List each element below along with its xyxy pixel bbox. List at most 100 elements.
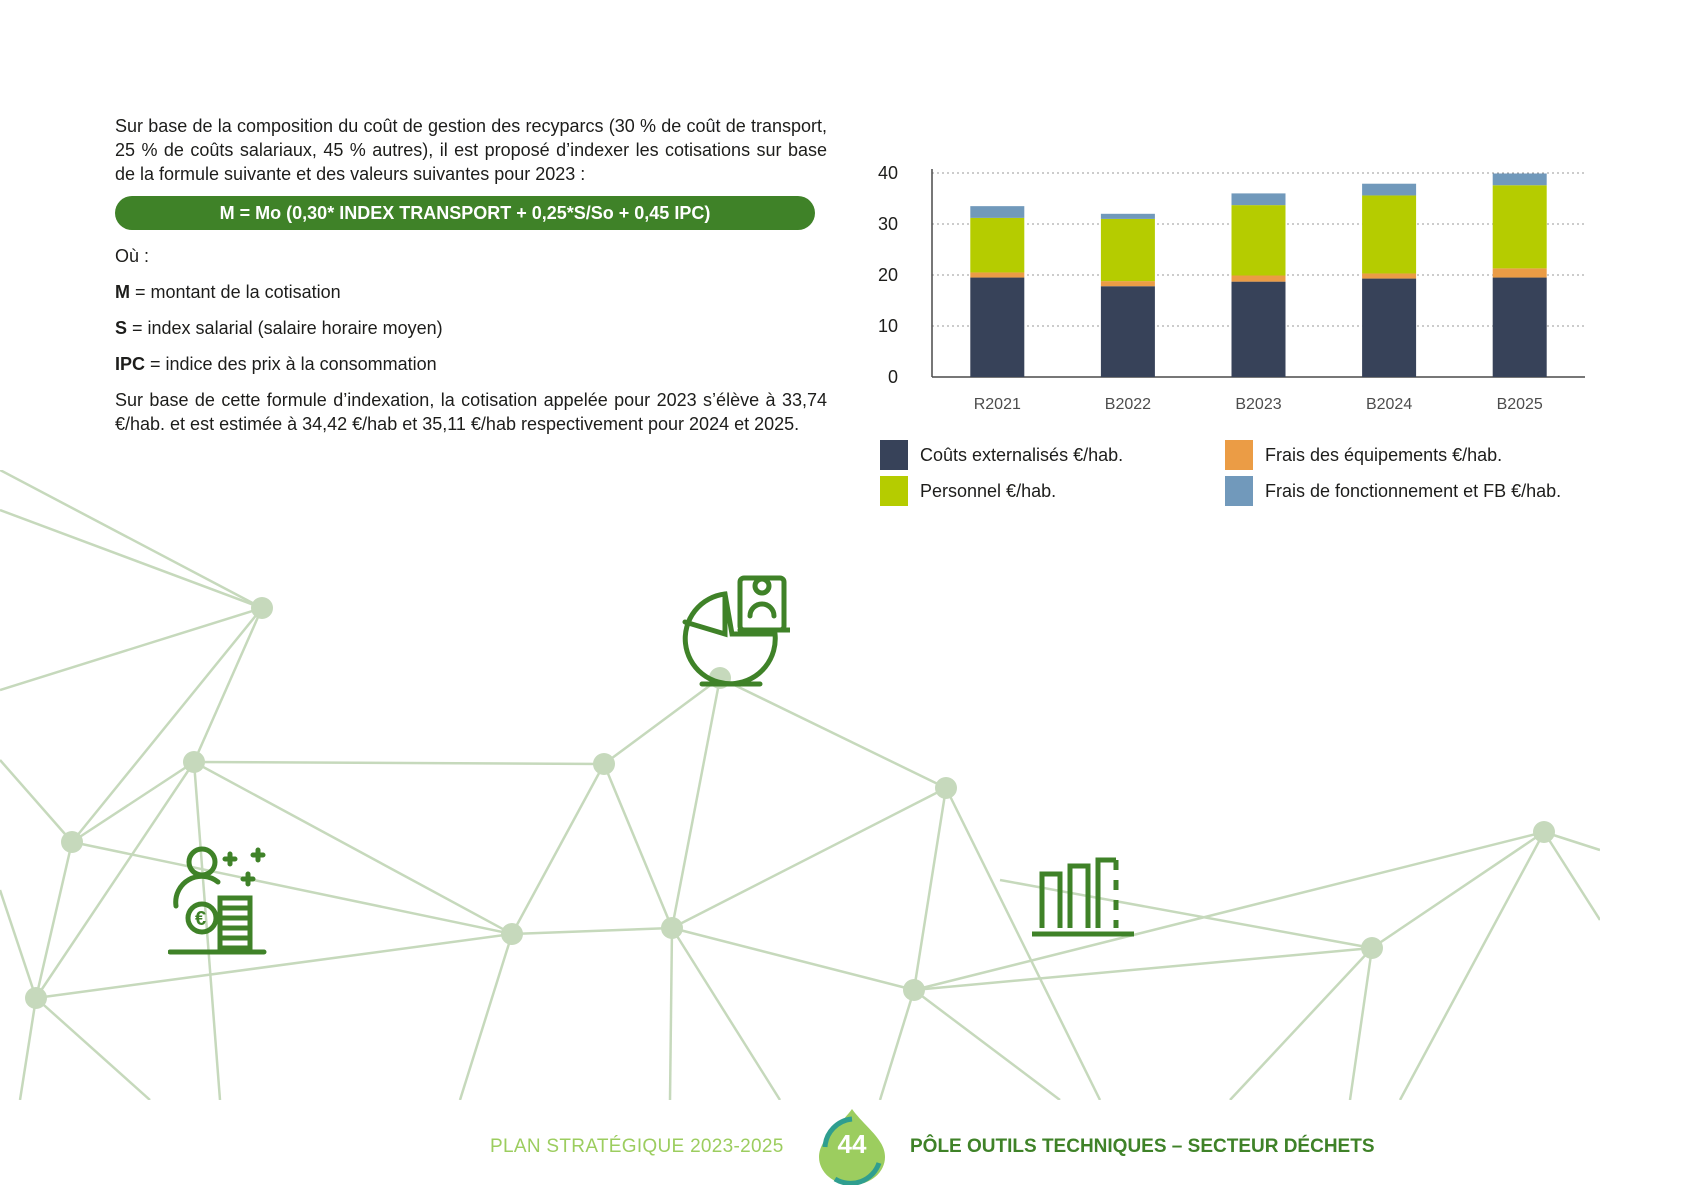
bar-segment	[1492, 173, 1547, 186]
bar-segment	[970, 206, 1025, 218]
definition-ipc-key: IPC	[115, 354, 146, 374]
y-tick-label: 30	[878, 214, 898, 234]
network-line	[0, 759, 73, 843]
conclusion-paragraph: Sur base de cette formule d’indexation, …	[115, 390, 827, 434]
network-line	[671, 926, 915, 992]
network-line	[0, 470, 263, 610]
bar-segment	[1362, 273, 1417, 279]
bar-segment	[970, 277, 1025, 377]
definition-s: S = index salarial (salaire horaire moye…	[115, 316, 827, 340]
text-column: Sur base de la composition du coût de ge…	[115, 114, 827, 436]
legend-item-equipements: Frais des équipements €/hab.	[1225, 440, 1502, 470]
network-node	[903, 979, 925, 1001]
bar-segment	[1492, 185, 1547, 269]
network-node	[501, 923, 523, 945]
legend-label: Personnel €/hab.	[920, 480, 1057, 501]
network-line	[1229, 947, 1373, 1100]
network-line	[719, 676, 947, 790]
x-tick-label: B2024	[1366, 396, 1412, 413]
network-line	[603, 676, 721, 766]
definition-m: M = montant de la cotisation	[115, 280, 827, 304]
x-tick-label: B2022	[1105, 396, 1151, 413]
svg-text:€: €	[195, 908, 206, 930]
pie-chart-person-icon	[682, 575, 790, 687]
legend-swatch	[880, 476, 908, 506]
x-tick-label: B2025	[1497, 396, 1543, 413]
network-node	[593, 753, 615, 775]
bar-segment	[1100, 286, 1155, 377]
network-line	[670, 927, 782, 1100]
bar-segment	[1362, 183, 1417, 196]
network-line	[1371, 830, 1545, 950]
network-node	[25, 987, 47, 1009]
network-line	[71, 840, 513, 936]
definition-m-key: M	[115, 282, 130, 302]
network-line	[913, 830, 1545, 992]
network-line	[0, 889, 38, 999]
network-line	[670, 677, 722, 929]
network-line	[912, 787, 948, 991]
network-line	[602, 763, 674, 929]
legend-item-fonctionnement: Frais de fonctionnement et FB €/hab.	[1225, 476, 1561, 506]
definition-m-value: = montant de la cotisation	[130, 282, 341, 302]
network-line	[193, 760, 605, 766]
legend-label: Frais de fonctionnement et FB €/hab.	[1265, 480, 1562, 501]
network-background	[0, 470, 1600, 1100]
network-line	[878, 989, 916, 1100]
legend-swatch	[880, 440, 908, 470]
footer-section-title: PÔLE OUTILS TECHNIQUES – SECTEUR DÉCHETS	[910, 1136, 1375, 1157]
legend-item-externalises: Coûts externalisés €/hab.	[880, 440, 1123, 470]
network-node	[1533, 821, 1555, 843]
network-node	[661, 917, 683, 939]
network-line	[510, 763, 606, 935]
bar-segment	[1231, 281, 1286, 377]
network-line	[35, 997, 151, 1100]
network-line	[35, 932, 513, 1000]
network-line	[1542, 831, 1600, 921]
legend-label: Frais des équipements €/hab.	[1265, 444, 1503, 465]
person-money-stack-icon: €	[168, 846, 267, 955]
footer-document-title: PLAN STRATÉGIQUE 2023-2025	[490, 1136, 784, 1157]
network-line	[192, 607, 264, 763]
bar-segment	[1231, 275, 1286, 282]
network-line	[458, 933, 514, 1100]
bar-segment	[1492, 277, 1547, 377]
page-number-badge: 44	[815, 1107, 889, 1186]
x-tick-label: R2021	[974, 396, 1021, 413]
legend-swatch	[1225, 476, 1253, 506]
definition-ipc: IPC = indice des prix à la consommation	[115, 352, 827, 376]
network-line	[913, 989, 1061, 1100]
bar-chart-icon	[1032, 857, 1134, 937]
network-node	[251, 597, 273, 619]
definition-s-value: = index salarial (salaire horaire moyen)	[127, 318, 443, 338]
bar-segment	[1492, 268, 1547, 278]
network-node	[183, 751, 205, 773]
network-line	[18, 997, 38, 1100]
network-line	[671, 786, 947, 930]
network-line	[1398, 831, 1546, 1100]
network-node	[1361, 937, 1383, 959]
y-tick-label: 40	[878, 165, 898, 183]
x-tick-label: B2023	[1235, 396, 1281, 413]
network-line	[668, 927, 674, 1100]
network-node	[61, 831, 83, 853]
definition-ipc-value: = indice des prix à la consommation	[145, 354, 437, 374]
legend-item-personnel: Personnel €/hab.	[880, 476, 1056, 506]
network-line	[71, 760, 195, 844]
network-line	[1348, 947, 1374, 1100]
y-tick-label: 20	[878, 265, 898, 285]
formula-banner: M = Mo (0,30* INDEX TRANSPORT + 0,25*S/S…	[115, 196, 815, 230]
intro-paragraph: Sur base de la composition du coût de ge…	[115, 116, 827, 184]
network-line	[34, 761, 196, 999]
bar-segment	[970, 217, 1025, 273]
network-node	[935, 777, 957, 799]
bar-segment	[1362, 278, 1417, 377]
where-label: Où :	[115, 246, 150, 266]
legend-label: Coûts externalisés €/hab.	[920, 444, 1124, 465]
y-tick-label: 0	[888, 367, 898, 387]
legend-swatch	[1225, 440, 1253, 470]
network-line	[34, 841, 74, 999]
bar-segment	[1100, 281, 1155, 287]
bar-segment	[1100, 213, 1155, 219]
